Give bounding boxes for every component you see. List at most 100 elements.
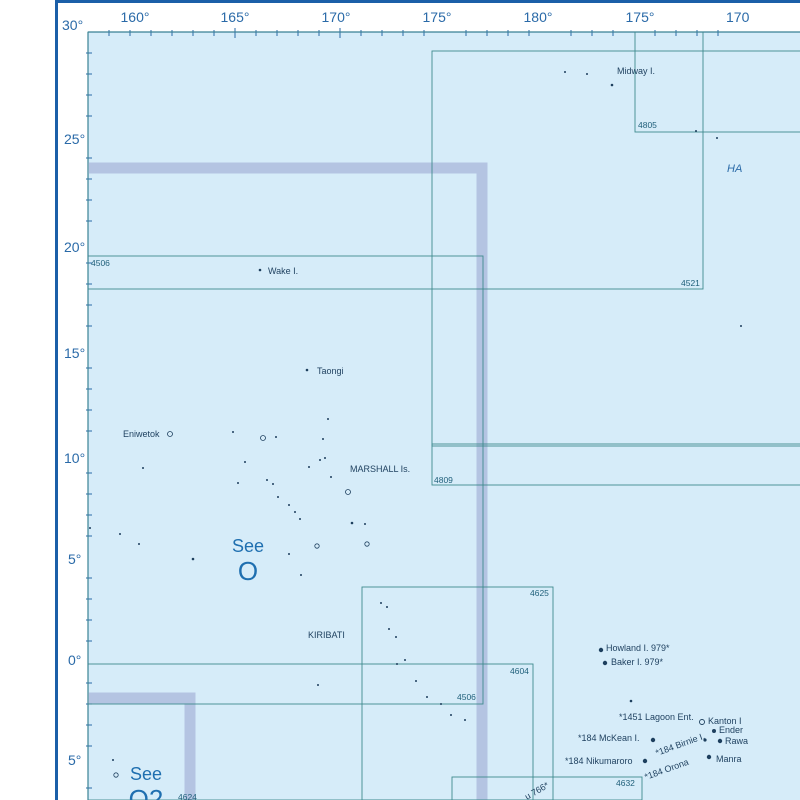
place-label: HA bbox=[727, 163, 742, 175]
island-dot bbox=[650, 737, 656, 743]
chart-outline bbox=[87, 663, 534, 800]
island-dot bbox=[89, 527, 91, 529]
place-label: Taongi bbox=[317, 366, 344, 376]
top-ticks bbox=[108, 28, 719, 38]
chart-number: 4506 bbox=[91, 258, 110, 268]
island-dot bbox=[299, 518, 301, 520]
island-dot bbox=[642, 758, 648, 764]
island-dot bbox=[395, 636, 397, 638]
chart-number: 4624 bbox=[178, 792, 197, 800]
island-dot bbox=[404, 659, 406, 661]
island-dot bbox=[324, 457, 326, 459]
island-dot bbox=[258, 268, 262, 272]
lat-label: 0° bbox=[68, 652, 81, 668]
lat-label: 25° bbox=[64, 131, 85, 147]
lat-label: 5° bbox=[68, 551, 81, 567]
island-dot bbox=[319, 459, 321, 461]
place-label: Kanton I bbox=[708, 716, 742, 726]
island-dot bbox=[142, 467, 144, 469]
chart-outline bbox=[451, 776, 643, 800]
see-o2-word: See bbox=[130, 764, 162, 784]
island-dot bbox=[602, 660, 608, 666]
lat-label: 20° bbox=[64, 239, 85, 255]
island-dot bbox=[386, 606, 388, 608]
island-dot bbox=[396, 663, 398, 665]
lon-label: 170° bbox=[322, 9, 351, 25]
island-dot bbox=[610, 83, 614, 87]
map-left-border bbox=[55, 0, 58, 800]
atoll-ring bbox=[364, 541, 370, 547]
chart-numbers: 4805 4506 4521 4809 4625 4604 4506 4632 … bbox=[91, 120, 700, 800]
island-dot bbox=[716, 137, 718, 139]
place-label: *1451 Lagoon Ent. bbox=[619, 712, 694, 722]
island-dot bbox=[364, 523, 366, 525]
see-o2-letter: O2 bbox=[129, 784, 164, 800]
chart-outline bbox=[431, 443, 800, 486]
island-dot bbox=[275, 436, 277, 438]
island-dot bbox=[266, 479, 268, 481]
island-dot bbox=[232, 431, 234, 433]
island-dot bbox=[712, 729, 716, 733]
island-dot bbox=[277, 496, 279, 498]
island-dot bbox=[237, 482, 239, 484]
chart-outline bbox=[361, 586, 554, 800]
longitude-labels: 160° 165° 170° 175° 180° 175° 170 bbox=[121, 9, 750, 25]
left-ticks bbox=[86, 52, 92, 789]
lat-label: 30° bbox=[62, 17, 83, 33]
atoll-ring bbox=[314, 543, 320, 549]
island-dot bbox=[717, 738, 723, 744]
atoll-ring bbox=[113, 772, 119, 778]
place-label: Midway I. bbox=[617, 66, 655, 76]
island-dot bbox=[695, 130, 697, 132]
island-dot bbox=[330, 476, 332, 478]
chart-outline bbox=[431, 50, 800, 447]
island-markers bbox=[89, 71, 742, 778]
island-dot bbox=[350, 521, 354, 525]
chart-number: 4809 bbox=[434, 475, 453, 485]
island-dot bbox=[138, 543, 140, 545]
chart-number: 4506 bbox=[457, 692, 476, 702]
lon-label: 175° bbox=[626, 9, 655, 25]
lat-label: 5° bbox=[68, 752, 81, 768]
island-dot bbox=[317, 684, 319, 686]
island-dot bbox=[305, 368, 309, 372]
lon-label: 170 bbox=[726, 9, 750, 25]
island-dot bbox=[112, 759, 114, 761]
atoll-ring bbox=[345, 489, 351, 495]
island-dot bbox=[300, 574, 302, 576]
island-dot bbox=[464, 719, 466, 721]
island-dot bbox=[308, 466, 310, 468]
latitude-labels: 30° 25° 20° 15° 10° 5° 0° 5° bbox=[62, 17, 85, 768]
place-label: Wake I. bbox=[268, 266, 298, 276]
chart-outline bbox=[634, 31, 800, 133]
atoll-ring bbox=[167, 431, 173, 437]
place-label: Manra bbox=[716, 754, 742, 764]
see-o-coverage-band bbox=[88, 162, 488, 800]
island-dot bbox=[740, 325, 742, 327]
island-dot bbox=[388, 628, 390, 630]
chart-number: 4521 bbox=[681, 278, 700, 288]
island-dot bbox=[288, 504, 290, 506]
place-label: Howland I. 979* bbox=[606, 643, 670, 653]
place-label: Rawa bbox=[725, 736, 748, 746]
chart-number: 4604 bbox=[510, 666, 529, 676]
see-o2-coverage-band bbox=[88, 692, 196, 800]
island-dot bbox=[191, 557, 195, 561]
island-dot bbox=[703, 738, 707, 742]
lat-label: 10° bbox=[64, 450, 85, 466]
place-label: Eniwetok bbox=[123, 429, 160, 439]
chart-number: 4805 bbox=[638, 120, 657, 130]
place-label: Baker I. 979* bbox=[611, 657, 664, 667]
chart-number: 4625 bbox=[530, 588, 549, 598]
island-dot bbox=[322, 438, 324, 440]
island-dot bbox=[598, 647, 604, 653]
chart-outline bbox=[87, 31, 704, 290]
island-dot bbox=[706, 754, 712, 760]
island-dot bbox=[244, 461, 246, 463]
see-o-letter: O bbox=[238, 556, 258, 586]
place-label: KIRIBATI bbox=[308, 630, 345, 640]
lon-label: 160° bbox=[121, 9, 150, 25]
island-dot bbox=[327, 418, 329, 420]
chart-outline bbox=[87, 255, 484, 705]
